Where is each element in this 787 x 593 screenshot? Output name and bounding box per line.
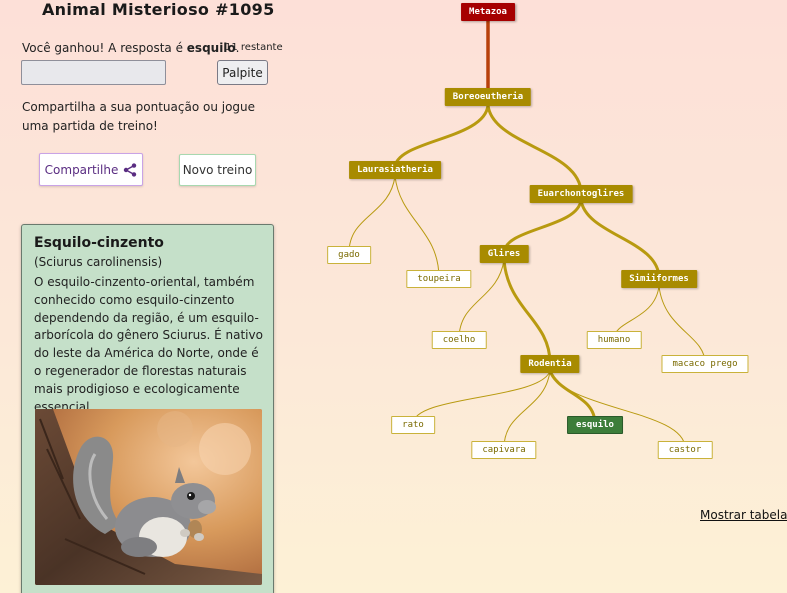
branch-rodentia-castor <box>549 370 686 449</box>
win-suffix: . <box>235 41 240 55</box>
share-icon <box>123 162 137 177</box>
share-button[interactable]: Compartilhe <box>39 153 143 186</box>
guess-input[interactable] <box>21 60 166 85</box>
animal-scientific-name: (Sciurus carolinensis) <box>34 255 163 269</box>
tree-node-clade: Rodentia <box>520 355 580 373</box>
guesses-remaining: 11 restante <box>225 42 283 53</box>
tree-leaf: coelho <box>431 331 487 349</box>
win-prefix: Você ganhou! A resposta é <box>22 41 187 55</box>
branch-simiiformes-macaco <box>658 285 706 364</box>
win-message: Você ganhou! A resposta é esquilo. <box>22 41 240 55</box>
animal-description: O esquilo-cinzento-oriental, também conh… <box>34 275 263 414</box>
tree-node-clade: Laurasiatheria <box>349 161 441 179</box>
branch-rodentia-rato <box>412 370 551 425</box>
branch-laurasiatheria-gado <box>348 175 396 254</box>
tree-leaf: toupeira <box>406 270 472 288</box>
tree-leaf: humano <box>586 331 642 349</box>
animal-info-card: Esquilo-cinzento (Sciurus carolinensis) … <box>21 224 274 593</box>
tree-node-clade: Simiiformes <box>621 270 697 288</box>
squirrel-photo <box>35 409 262 585</box>
tree-leaf: macaco prego <box>661 355 749 373</box>
tree-leaf: castor <box>657 441 713 459</box>
practice-button[interactable]: Novo treino <box>179 154 256 186</box>
branch-boreoeutheria-laurasiatheria <box>393 104 490 169</box>
tree-leaf: gado <box>327 246 371 264</box>
tree-node-clade: Boreoeutheria <box>444 88 532 106</box>
animal-common-name: Esquilo-cinzento <box>34 235 164 251</box>
answer-text: esquilo <box>186 41 236 55</box>
tree-node-root: Metazoa <box>461 3 515 21</box>
tree-leaf-answer: esquilo <box>567 416 623 434</box>
tree-leaf: rato <box>391 416 435 434</box>
branch-glires-rodentia <box>502 259 552 364</box>
share-prompt: Compartilha a sua pontuação ou jogue uma… <box>22 100 256 133</box>
branch-rodentia-capivara <box>503 370 551 449</box>
branch-euarchontoglires-simiiformes <box>579 199 661 279</box>
guess-button[interactable]: Palpite <box>217 60 268 85</box>
tree-node-clade: Euarchontoglires <box>529 185 633 203</box>
branch-boreoeutheria-euarchontoglires <box>486 104 583 194</box>
show-table-link[interactable]: Mostrar tabela <box>700 508 787 522</box>
tree-node-clade: Glires <box>479 245 529 263</box>
tree-leaf: capivara <box>471 441 537 459</box>
page-title: Animal Misterioso #1095 <box>42 0 275 19</box>
branch-glires-coelho <box>458 259 505 340</box>
branch-laurasiatheria-toupeira <box>394 175 440 279</box>
share-button-label: Compartilhe <box>44 162 119 177</box>
